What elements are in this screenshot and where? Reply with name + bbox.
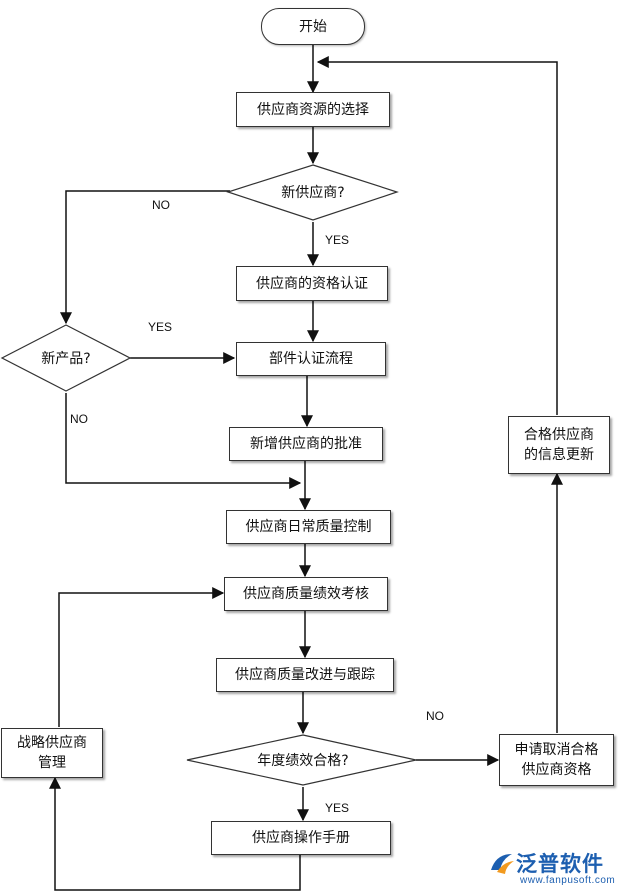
- revoke-qualification-node: 申请取消合格供应商资格: [499, 734, 614, 786]
- annual-performance-decision-label: 年度绩效合格?: [257, 753, 349, 769]
- strategic-supplier-node: 战略供应商管理: [1, 728, 103, 778]
- annual-no-label: NO: [426, 709, 444, 723]
- edge-strategic-to-performance: [58, 587, 225, 727]
- fanpu-logo: 泛普软件 www.fanpusoft.com: [488, 848, 616, 892]
- start-node: 开始: [261, 8, 365, 45]
- new-supplier-yes-label: YES: [325, 233, 350, 247]
- annual-performance-decision-shape: [186, 734, 417, 786]
- new-product-decision-shape: [0, 324, 132, 392]
- info-update-node: 合格供应商的信息更新: [508, 416, 610, 474]
- new-supplier-decision-shape: [226, 164, 399, 221]
- logo-title: 泛普软件: [516, 852, 604, 876]
- approval-node: 新增供应商的批准: [229, 427, 383, 461]
- operation-manual-node: 供应商操作手册: [211, 821, 391, 855]
- logo-icon: [491, 854, 514, 874]
- select-supplier-node: 供应商资源的选择: [236, 92, 390, 127]
- logo-url: www.fanpusoft.com: [520, 875, 616, 886]
- edge-new-product-no: [65, 393, 302, 489]
- qualification-node: 供应商的资格认证: [236, 266, 388, 301]
- annual-yes-label: YES: [325, 801, 350, 815]
- parts-certification-node: 部件认证流程: [236, 342, 386, 376]
- new-product-yes-label: YES: [148, 320, 173, 334]
- new-supplier-decision-label: 新供应商?: [281, 185, 345, 201]
- performance-review-node: 供应商质量绩效考核: [224, 577, 388, 611]
- new-product-decision-label: 新产品?: [41, 351, 91, 367]
- daily-quality-node: 供应商日常质量控制: [226, 510, 391, 544]
- new-product-no-label: NO: [70, 412, 88, 426]
- edge-info-to-top: [316, 56, 558, 415]
- edge-manual-to-strategic: [49, 776, 301, 891]
- new-supplier-no-label: NO: [152, 198, 170, 212]
- improvement-node: 供应商质量改进与跟踪: [216, 658, 394, 692]
- edge-new-supplier-no: [60, 190, 230, 325]
